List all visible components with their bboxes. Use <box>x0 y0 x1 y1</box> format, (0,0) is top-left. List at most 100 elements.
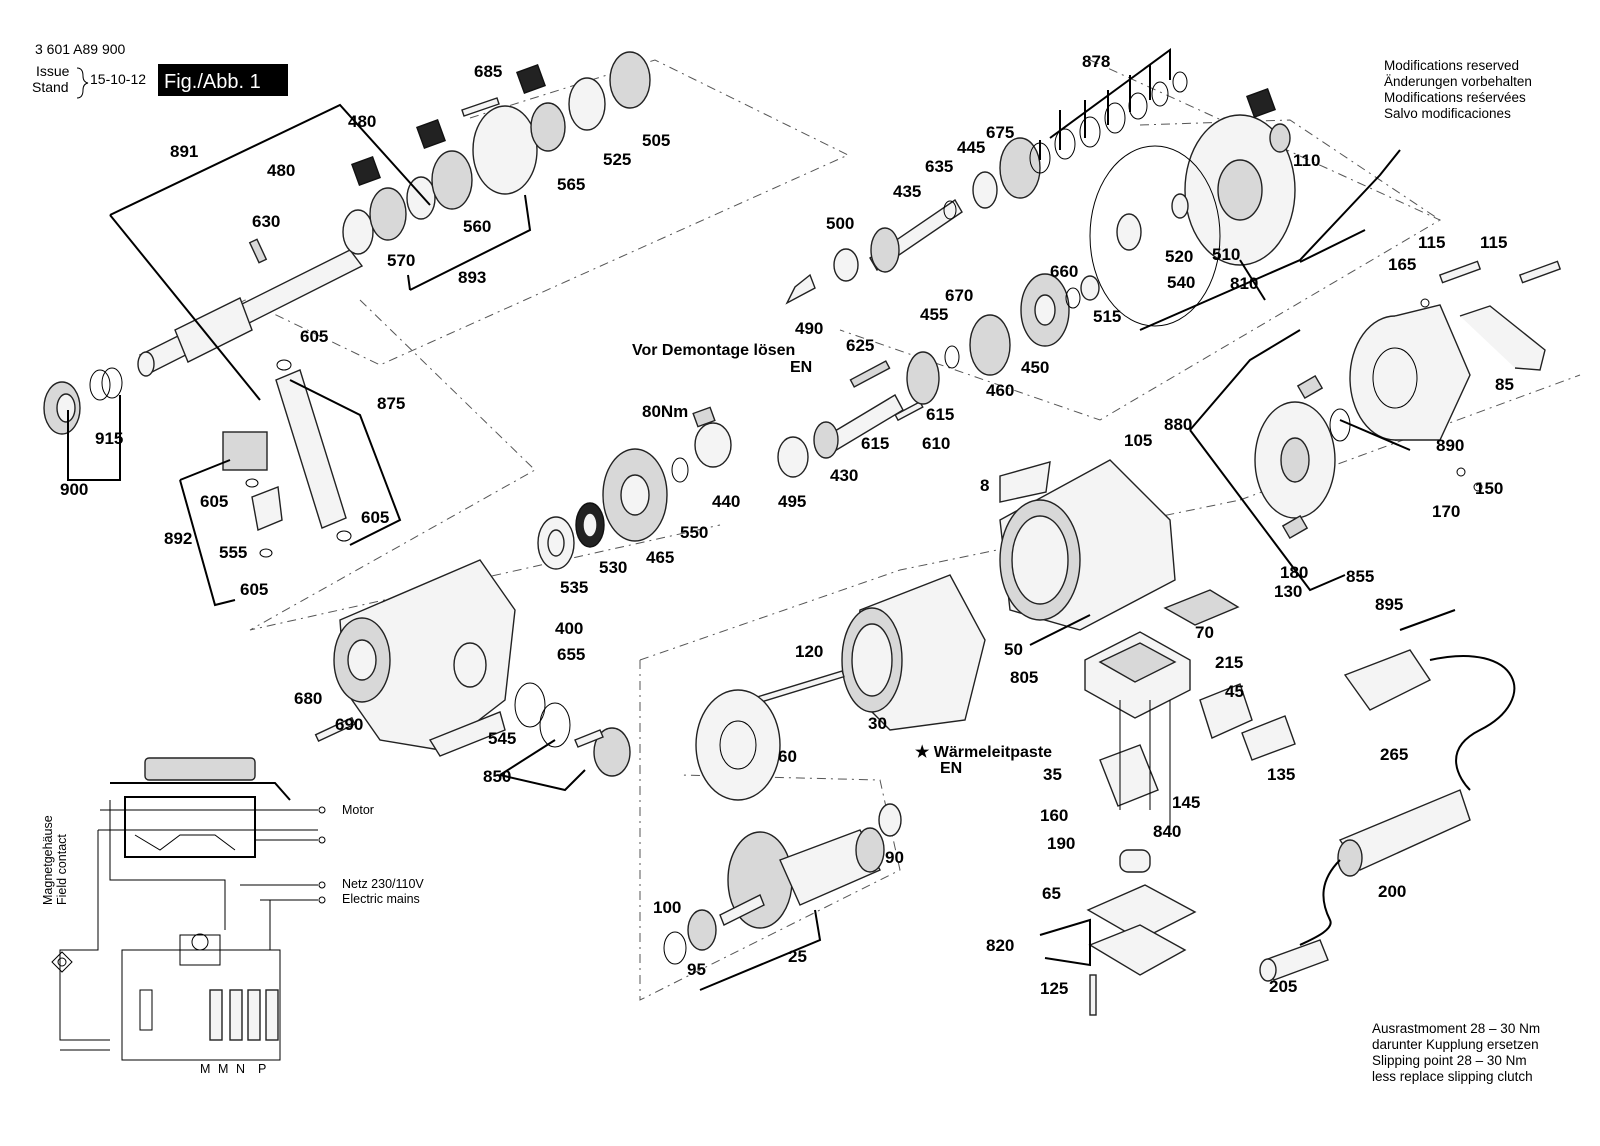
part-number-label: 100 <box>653 898 681 917</box>
motor-label: Motor <box>342 803 374 817</box>
part-number-label: 565 <box>557 175 585 194</box>
bearing-pin-assembly <box>222 359 352 558</box>
part-number-label: 150 <box>1475 479 1503 498</box>
part-number-label: 205 <box>1269 977 1297 996</box>
part-number-label: 180 <box>1280 563 1308 582</box>
armature-25 <box>663 803 902 965</box>
part-number-label: 605 <box>200 492 228 511</box>
part-number-label: 25 <box>788 947 807 966</box>
part-number-label: 892 <box>164 529 192 548</box>
note-line: Änderungen vorbehalten <box>1384 74 1532 89</box>
part-number-label: 455 <box>920 305 948 324</box>
part-number-label: 605 <box>361 508 389 527</box>
part-number-label: 120 <box>795 642 823 661</box>
part-number-label: 893 <box>458 268 486 287</box>
terminal-label: M <box>218 1062 228 1076</box>
part-number-label: 495 <box>778 492 806 511</box>
terminal-label: N <box>236 1062 245 1076</box>
part-number-label: 90 <box>885 848 904 867</box>
seal-ring-900 <box>43 381 81 435</box>
electronics-box-70 <box>1084 589 1296 1016</box>
part-number-label: 840 <box>1153 822 1181 841</box>
part-number-label: 605 <box>300 327 328 346</box>
issue-date: 15-10-12 <box>90 71 146 87</box>
part-number-label: 900 <box>60 480 88 499</box>
intermediate-shaft-435 <box>785 137 1041 305</box>
rear-cover-890 <box>1329 260 1562 442</box>
part-number-label: 550 <box>680 523 708 542</box>
part-number-label: 510 <box>1212 245 1240 264</box>
mains-label-en: Electric mains <box>342 892 420 906</box>
part-number-label: 680 <box>294 689 322 708</box>
part-number-label: 215 <box>1215 653 1243 672</box>
motor-housing-8 <box>999 459 1176 631</box>
part-number-label: 805 <box>1010 668 1038 687</box>
part-number-label: 170 <box>1432 502 1460 521</box>
part-number-label: 560 <box>463 217 491 236</box>
part-number-label: 525 <box>603 150 631 169</box>
part-number-label: 610 <box>922 434 950 453</box>
part-number-label: 50 <box>1004 640 1023 659</box>
part-number-label: 190 <box>1047 834 1075 853</box>
part-number-label: 400 <box>555 619 583 638</box>
issue-label: Issue <box>36 63 70 79</box>
part-number-label: 690 <box>335 715 363 734</box>
thermal-paste-en: EN <box>940 760 962 777</box>
part-number-label: 850 <box>483 767 511 786</box>
part-number-label: 95 <box>687 960 706 979</box>
gear-stack-455-450 <box>906 273 1100 405</box>
part-number-label: 435 <box>893 182 921 201</box>
part-number-label: 135 <box>1267 765 1295 784</box>
terminal-label: P <box>258 1062 266 1076</box>
part-number-label: 70 <box>1195 623 1214 642</box>
output-spindle <box>137 238 364 377</box>
torque-note: 80Nm <box>642 402 688 421</box>
gear-housing-400 <box>314 559 631 777</box>
gear-group-center <box>537 406 732 570</box>
part-number-label: 890 <box>1436 436 1464 455</box>
part-number-label: 480 <box>348 112 376 131</box>
part-number-label: 530 <box>599 558 627 577</box>
circlip-915 <box>89 367 123 401</box>
field-contact-label-en: Field contact <box>55 834 69 905</box>
part-number-label: 130 <box>1274 582 1302 601</box>
part-number-label: 545 <box>488 729 516 748</box>
drawing-number: 3 601 A89 900 <box>35 41 126 57</box>
part-number-label: 145 <box>1172 793 1200 812</box>
stator-30 <box>695 574 986 801</box>
part-number-label: 505 <box>642 131 670 150</box>
part-number-label: 660 <box>1050 262 1078 281</box>
mains-label-de: Netz 230/110V <box>342 877 424 891</box>
part-number-label: 115 <box>1480 233 1507 252</box>
part-number-label: 810 <box>1230 274 1258 293</box>
part-number-label: 460 <box>986 381 1014 400</box>
part-number-label: 891 <box>170 142 198 161</box>
note-line: Salvo modificaciones <box>1384 106 1511 121</box>
note-line: darunter Kupplung ersetzen <box>1372 1037 1539 1052</box>
part-number-label: 635 <box>925 157 953 176</box>
part-number-label: 605 <box>240 580 268 599</box>
part-number-label: 878 <box>1082 52 1110 71</box>
part-number-label: 35 <box>1043 765 1062 784</box>
part-number-label: 615 <box>926 405 954 424</box>
figure-label-box <box>158 64 288 96</box>
part-number-label: 165 <box>1388 255 1416 274</box>
part-number-label: 915 <box>95 429 123 448</box>
part-number-label: 160 <box>1040 806 1068 825</box>
part-number-label: 535 <box>560 578 588 597</box>
issue-brace <box>76 67 89 99</box>
part-number-label: 480 <box>267 161 295 180</box>
terminal-label: M <box>200 1062 210 1076</box>
note-line: Ausrastmoment 28 – 30 Nm <box>1372 1021 1540 1036</box>
thermal-paste-note: ★ Wärmeleitpaste <box>915 744 1052 761</box>
spindle-430 <box>777 360 924 478</box>
before-disassembly-note: Vor Demontage lösen <box>632 342 795 359</box>
part-number-label: 875 <box>377 394 405 413</box>
part-number-label: 515 <box>1093 307 1121 326</box>
figure-label: Fig./Abb. 1 <box>164 71 261 93</box>
part-number-label: 65 <box>1042 884 1061 903</box>
note-line: Modifications reserved <box>1384 58 1519 73</box>
part-number-label: 265 <box>1380 745 1408 764</box>
